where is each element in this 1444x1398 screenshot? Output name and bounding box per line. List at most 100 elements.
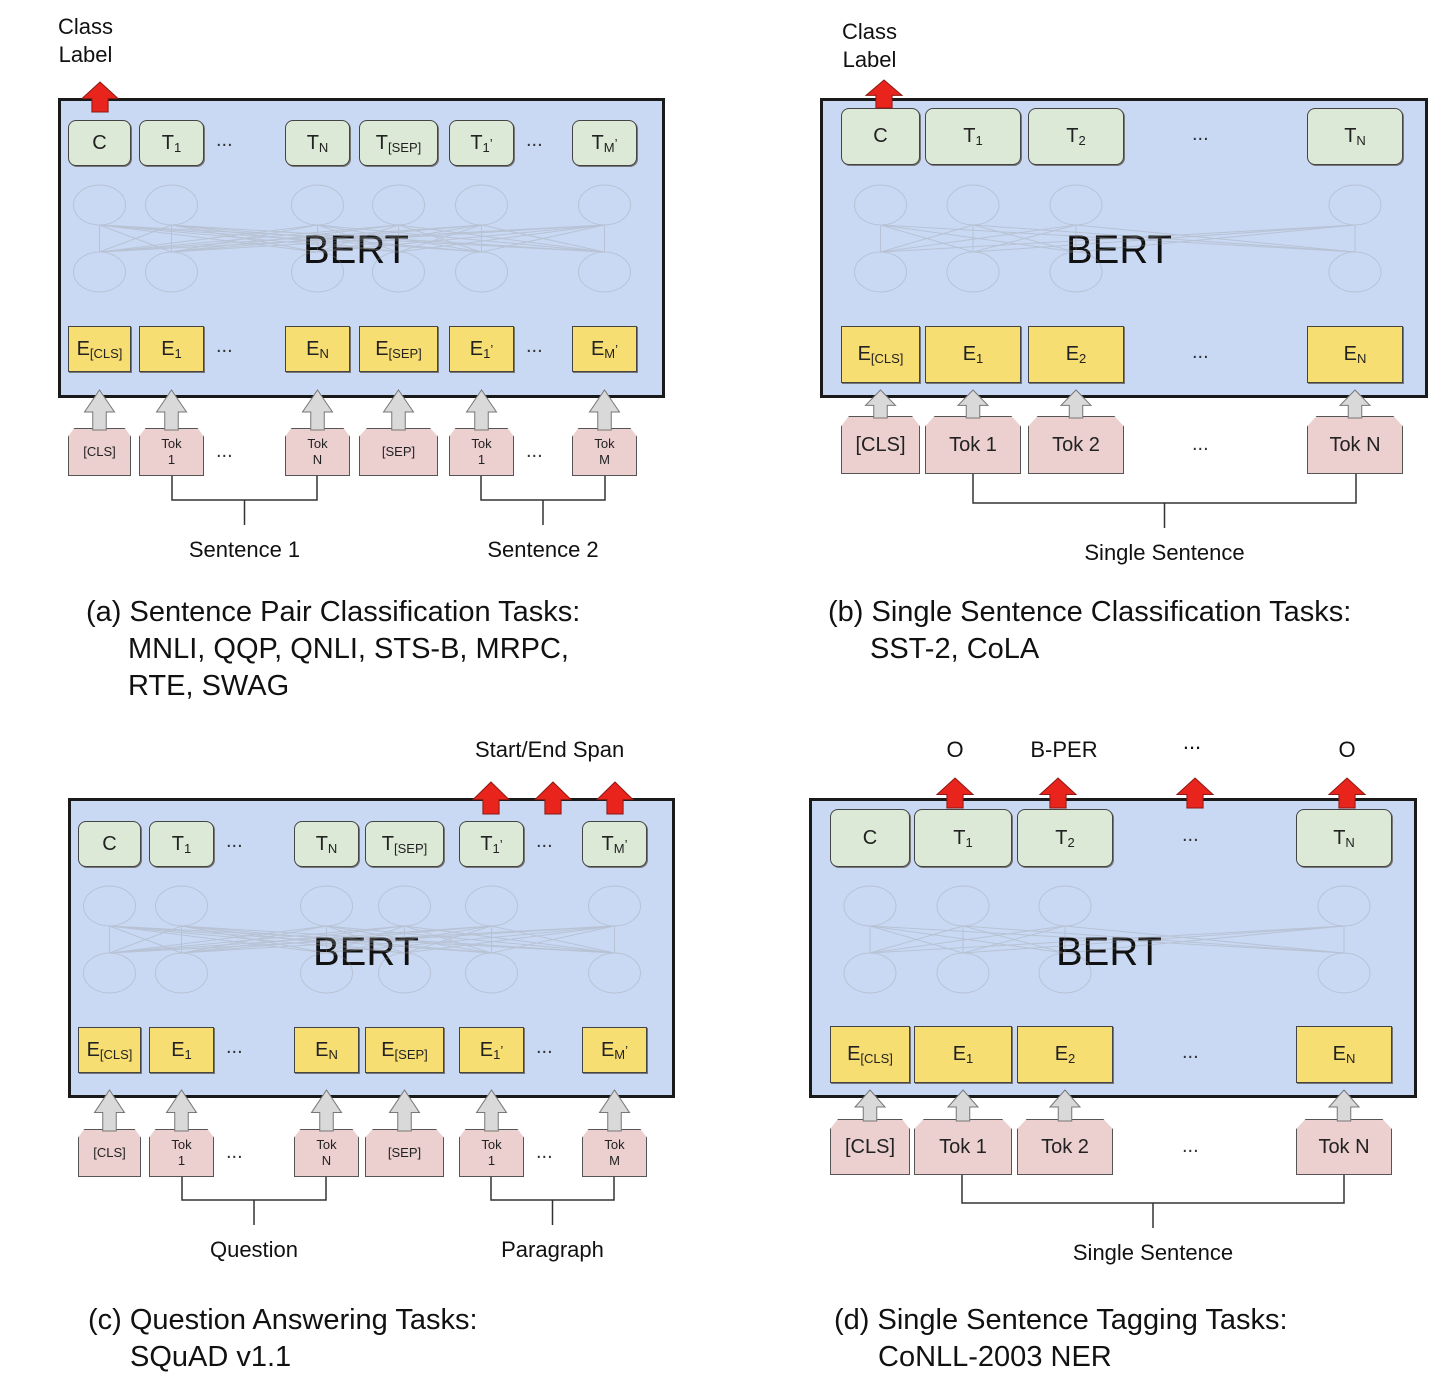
network-edge — [398, 224, 482, 253]
input-token: Tok 2 — [1017, 1119, 1113, 1175]
cell-prime: ’ — [499, 836, 503, 852]
input-token: [CLS] — [830, 1119, 910, 1175]
input-arrow — [83, 389, 116, 431]
network-edge — [326, 925, 615, 954]
cell-prime: ’ — [489, 135, 493, 151]
span-arrow — [533, 781, 573, 815]
bert-label: BERT — [1066, 228, 1172, 272]
cell-subscript: M — [614, 1046, 626, 1062]
network-edge — [972, 224, 1356, 253]
network-edge — [398, 224, 482, 253]
output-cell: T[SEP] — [359, 120, 438, 166]
output-label: O — [946, 737, 964, 762]
network-node — [1038, 952, 1092, 994]
network-node — [1328, 184, 1382, 226]
network-edge — [404, 925, 615, 954]
cell-subscript: M — [603, 139, 615, 155]
network-node — [465, 885, 518, 927]
network-node — [465, 952, 518, 994]
cell-main-text: E — [847, 1043, 861, 1065]
network-node — [854, 251, 907, 293]
cell-main-text: E — [590, 337, 605, 360]
input-arrow — [1327, 1089, 1361, 1122]
cell-main-text: C — [92, 131, 107, 154]
network-node — [73, 184, 126, 226]
class-label-arrow — [80, 81, 120, 113]
network-edge — [880, 224, 1356, 253]
network-edge — [962, 925, 1066, 954]
cell-main-text: T — [381, 832, 394, 855]
network-edge — [317, 224, 399, 253]
cell-main-text: T — [306, 131, 319, 154]
cell-main-text: T — [963, 125, 976, 147]
caption-line: RTE, SWAG — [128, 670, 290, 702]
cell-main-text: T — [591, 131, 604, 154]
network-node — [155, 952, 208, 994]
network-node — [1038, 885, 1092, 927]
group-bracket — [171, 476, 318, 501]
network-node — [378, 952, 431, 994]
cell-prime: ’ — [625, 1042, 629, 1058]
network-node — [372, 184, 425, 226]
ellipsis: ... — [1182, 1135, 1199, 1157]
network-edge — [109, 925, 492, 954]
cell-main-text: T — [161, 131, 174, 154]
input-arrow — [465, 389, 498, 431]
network-edge — [880, 224, 1356, 253]
network-edge — [317, 224, 482, 253]
input-arrow — [864, 389, 897, 419]
cell-subscript: 1 — [184, 1046, 192, 1062]
cell-prime: ’ — [500, 1042, 504, 1058]
ellipsis: ... — [1192, 122, 1209, 145]
network-edge — [99, 224, 605, 253]
network-node — [936, 885, 990, 927]
ellipsis: ... — [216, 335, 233, 357]
network-node — [145, 184, 198, 226]
cell-subscript: 1 — [174, 345, 182, 361]
cell-main-text: E — [1054, 1043, 1069, 1065]
output-cell: T[SEP] — [365, 821, 444, 867]
ellipsis: ... — [226, 1141, 243, 1163]
network-edge — [99, 224, 482, 253]
network-edge — [398, 224, 605, 253]
cell-subscript: 2 — [1067, 834, 1075, 850]
network-edge — [869, 925, 1345, 954]
cell-prime: ’ — [615, 341, 619, 357]
network-edge — [109, 925, 405, 954]
input-arrow — [388, 1089, 421, 1132]
network-edge — [962, 925, 1345, 954]
embedding-cell: E[SEP] — [359, 326, 438, 372]
cell-subscript: 1 — [975, 133, 983, 148]
network-edge — [962, 925, 1066, 954]
hidden-network — [843, 885, 1371, 994]
input-token: [SEP] — [359, 428, 438, 476]
cell-subscript: 2 — [1068, 1051, 1076, 1066]
network-node — [300, 952, 353, 994]
input-arrow — [301, 389, 334, 431]
network-edge — [481, 224, 605, 253]
group-label: Question — [209, 1237, 299, 1262]
ellipsis: ... — [216, 440, 233, 462]
network-node — [155, 885, 208, 927]
embedding-cell: E[SEP] — [365, 1027, 444, 1073]
cell-main-text: E — [86, 1038, 100, 1061]
cell-main-text: E — [1343, 343, 1357, 365]
input-arrow — [598, 1089, 631, 1132]
cell-subscript: N — [318, 139, 329, 155]
caption-line: SQuAD v1.1 — [130, 1341, 292, 1373]
tag-arrow — [1038, 777, 1078, 809]
network-edge — [404, 925, 492, 954]
network-edge — [171, 224, 399, 253]
input-token: Tok 1 — [914, 1119, 1012, 1175]
network-edge — [99, 224, 399, 253]
